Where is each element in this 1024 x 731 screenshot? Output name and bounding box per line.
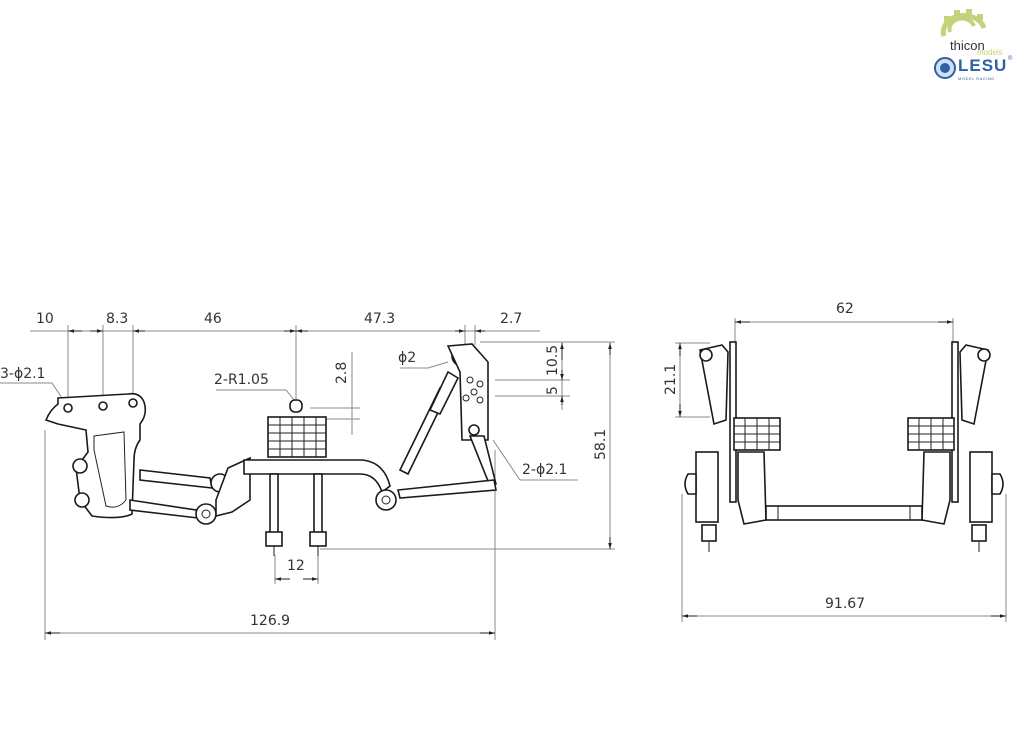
- callout-2-holes: 2-ϕ2.1: [492, 439, 578, 481]
- dim-91-67: 91.67: [825, 596, 865, 612]
- dim-12: 12: [287, 558, 305, 574]
- lesu-registered-mark: ®: [1008, 56, 1013, 62]
- thicon-logo-sub: models: [977, 48, 1003, 57]
- bottom-dims: 12 126.9: [44, 430, 496, 640]
- front-view: 62 21.1: [663, 301, 1007, 622]
- front-hanger-bracket: [44, 392, 147, 519]
- trailing-arms: [129, 456, 251, 525]
- axle-beam: [243, 459, 397, 511]
- air-spring: [267, 399, 327, 458]
- dim-21-1: 21.1: [663, 364, 679, 395]
- dim-62: 62: [836, 301, 854, 317]
- svg-text:2-R1.05: 2-R1.05: [214, 372, 269, 388]
- u-bolts: [265, 473, 327, 556]
- rear-bracket: [397, 343, 497, 499]
- lion-icon: [934, 57, 956, 79]
- right-wheel-assembly: [907, 341, 1004, 552]
- thicon-logo-text: thicon: [950, 38, 985, 53]
- dim-10: 10: [36, 311, 54, 327]
- dim-8-3: 8.3: [106, 311, 128, 327]
- dim-10-5: 10.5: [545, 345, 561, 376]
- callout-pin-diameter: ϕ2: [398, 350, 449, 369]
- front-axle-bar: [765, 505, 923, 521]
- vertical-dims: 2.8 10.5 5 58.1: [310, 341, 615, 550]
- svg-text:3-ϕ2.1: 3-ϕ2.1: [0, 366, 45, 382]
- lesu-logo-sub: MODEL RACING: [958, 76, 995, 81]
- callout-3-holes: 3-ϕ2.1: [0, 366, 63, 399]
- lesu-logo-text: LESU: [958, 56, 1008, 75]
- dim-46: 46: [204, 311, 222, 327]
- dim-47-3: 47.3: [364, 311, 395, 327]
- thicon-gear-icon: [940, 9, 987, 37]
- dim-58-1: 58.1: [593, 429, 609, 460]
- top-dimension-chain: 10 8.3 46 47.3 2.7: [30, 311, 540, 400]
- side-view: 10 8.3 46 47.3 2.7 3-ϕ2.1 2-R1.05 ϕ2 2-ϕ…: [0, 311, 615, 640]
- svg-text:ϕ2: ϕ2: [398, 350, 416, 366]
- dim-2-8: 2.8: [334, 362, 350, 384]
- dim-126-9: 126.9: [250, 613, 290, 629]
- callout-2-r1-05: 2-R1.05: [214, 372, 295, 401]
- dim-5: 5: [545, 386, 561, 395]
- left-wheel-assembly: [684, 341, 781, 552]
- dim-2-7: 2.7: [500, 311, 522, 327]
- svg-text:2-ϕ2.1: 2-ϕ2.1: [522, 462, 567, 478]
